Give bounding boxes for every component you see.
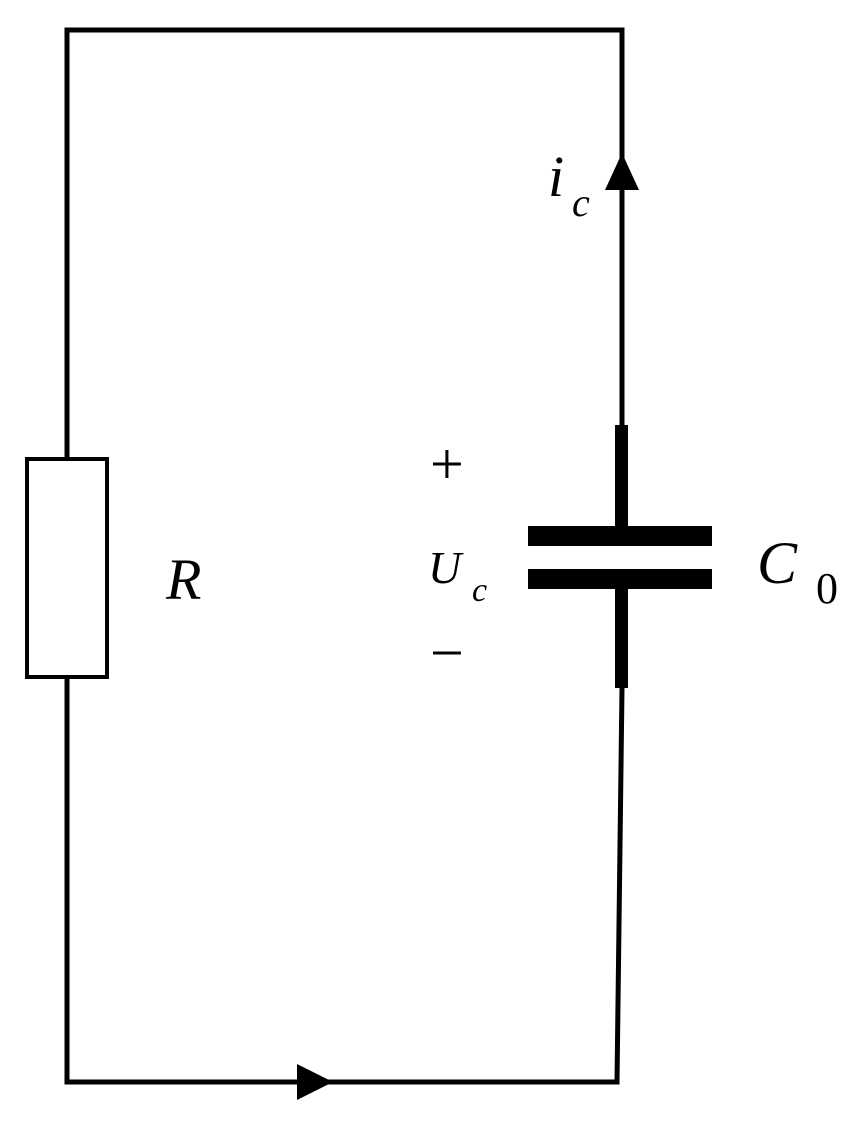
voltage-plus-sign: + (430, 431, 464, 497)
current-label-sub: c (572, 180, 590, 225)
voltage-label-sub: c (472, 572, 487, 609)
right-arrow-icon (297, 1064, 333, 1100)
voltage-minus-sign: − (430, 620, 464, 686)
wires (64, 27, 625, 1085)
capacitor-lead-bottom (615, 588, 628, 688)
resistor (25, 457, 109, 679)
capacitor-lead-top (615, 425, 628, 527)
capacitor-plate-bottom (528, 569, 712, 589)
resistor-label: R (165, 547, 201, 612)
up-arrow-icon (605, 153, 639, 190)
voltage-label-main: U (428, 542, 464, 593)
capacitor-label-main: C (757, 530, 798, 596)
current-label-main: i (548, 144, 564, 209)
capacitor-plate-top (528, 526, 712, 546)
capacitor-label-sub: 0 (816, 564, 838, 613)
right-wire-lower (614, 685, 625, 1085)
